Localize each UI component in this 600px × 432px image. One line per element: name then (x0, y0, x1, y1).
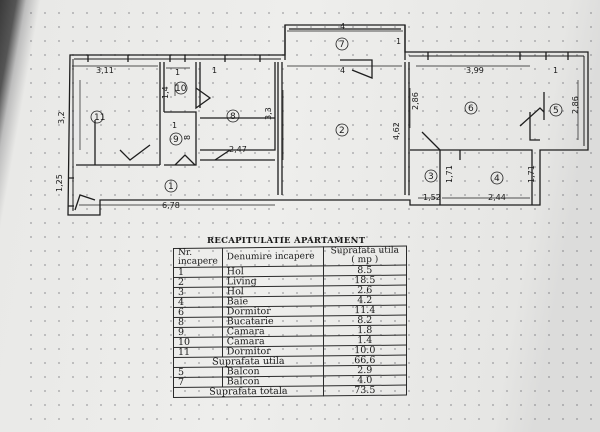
dimension-label: 3,2 (57, 111, 66, 124)
total-area-value: 73.5 (323, 385, 407, 396)
cell-nr: 9 (173, 327, 223, 338)
cell-nr: 3 (173, 287, 223, 298)
dotted-paper-texture (18, 0, 600, 432)
apartment-floor-plan: 4 1 4 3,11 1 1 3,99 1 3,2 1,4 3,3 2,86 2… (55, 22, 589, 216)
dimension-label: 1 (553, 66, 558, 75)
room-number: 2 (339, 126, 345, 136)
dimension-label: 4 (340, 22, 345, 31)
dimension-label: 2,44 (488, 193, 506, 202)
room-number: 9 (173, 135, 179, 145)
dimension-label: 1,4 (161, 86, 170, 99)
dimension-label: 2,47 (229, 145, 247, 154)
header-nr: Nr. incapere (173, 248, 223, 268)
cell-nr: 8 (173, 317, 223, 328)
dimension-label: 1,71 (527, 165, 536, 183)
dimension-label: 6,78 (162, 201, 180, 210)
dimension-label: 4 (340, 66, 345, 75)
room-number: 10 (175, 84, 187, 94)
header-area: Suprafata utila ( mp ) (323, 246, 407, 266)
room-number: 5 (553, 106, 559, 116)
room-number: 4 (494, 174, 500, 184)
dimension-label: 2,86 (571, 96, 580, 114)
room-number: 8 (230, 112, 236, 122)
room-number: 3 (428, 172, 434, 182)
cell-nr: 6 (173, 307, 223, 318)
dimension-label: 1,71 (445, 165, 454, 183)
cell-nr: 4 (173, 297, 223, 308)
dimension-label: 3,3 (264, 107, 273, 120)
room-number: 1 (168, 182, 174, 192)
dimension-label: 1,52 (423, 193, 441, 202)
total-area-label: Suprafata totala (173, 386, 324, 398)
dimension-label: 3,99 (466, 66, 484, 75)
room-number: 6 (468, 104, 474, 114)
dimension-label: 1,25 (55, 174, 64, 192)
cell-nr: 1 (173, 267, 223, 278)
dimension-label: 3,11 (96, 66, 114, 75)
dimension-label: 1 (212, 66, 217, 75)
dimension-label: 1 (172, 121, 177, 130)
room-number: 7 (339, 40, 345, 50)
dimension-label: 4,62 (392, 122, 401, 140)
header-name: Denumire incapere (222, 246, 324, 267)
dimension-label: 1 (175, 68, 180, 77)
dimension-label: 1 (396, 37, 401, 46)
room-number: 11 (94, 113, 105, 123)
recap-title: RECAPITULATIE APARTAMENT (207, 236, 366, 246)
cell-nr: 5 (173, 367, 223, 378)
cell-nr: 10 (173, 337, 223, 348)
recap-table: Nr. incapere Denumire incapere Suprafata… (173, 246, 407, 398)
dimension-label: 2,86 (411, 92, 420, 110)
cell-nr: 2 (173, 277, 223, 288)
dimension-label: 8 (183, 135, 192, 140)
